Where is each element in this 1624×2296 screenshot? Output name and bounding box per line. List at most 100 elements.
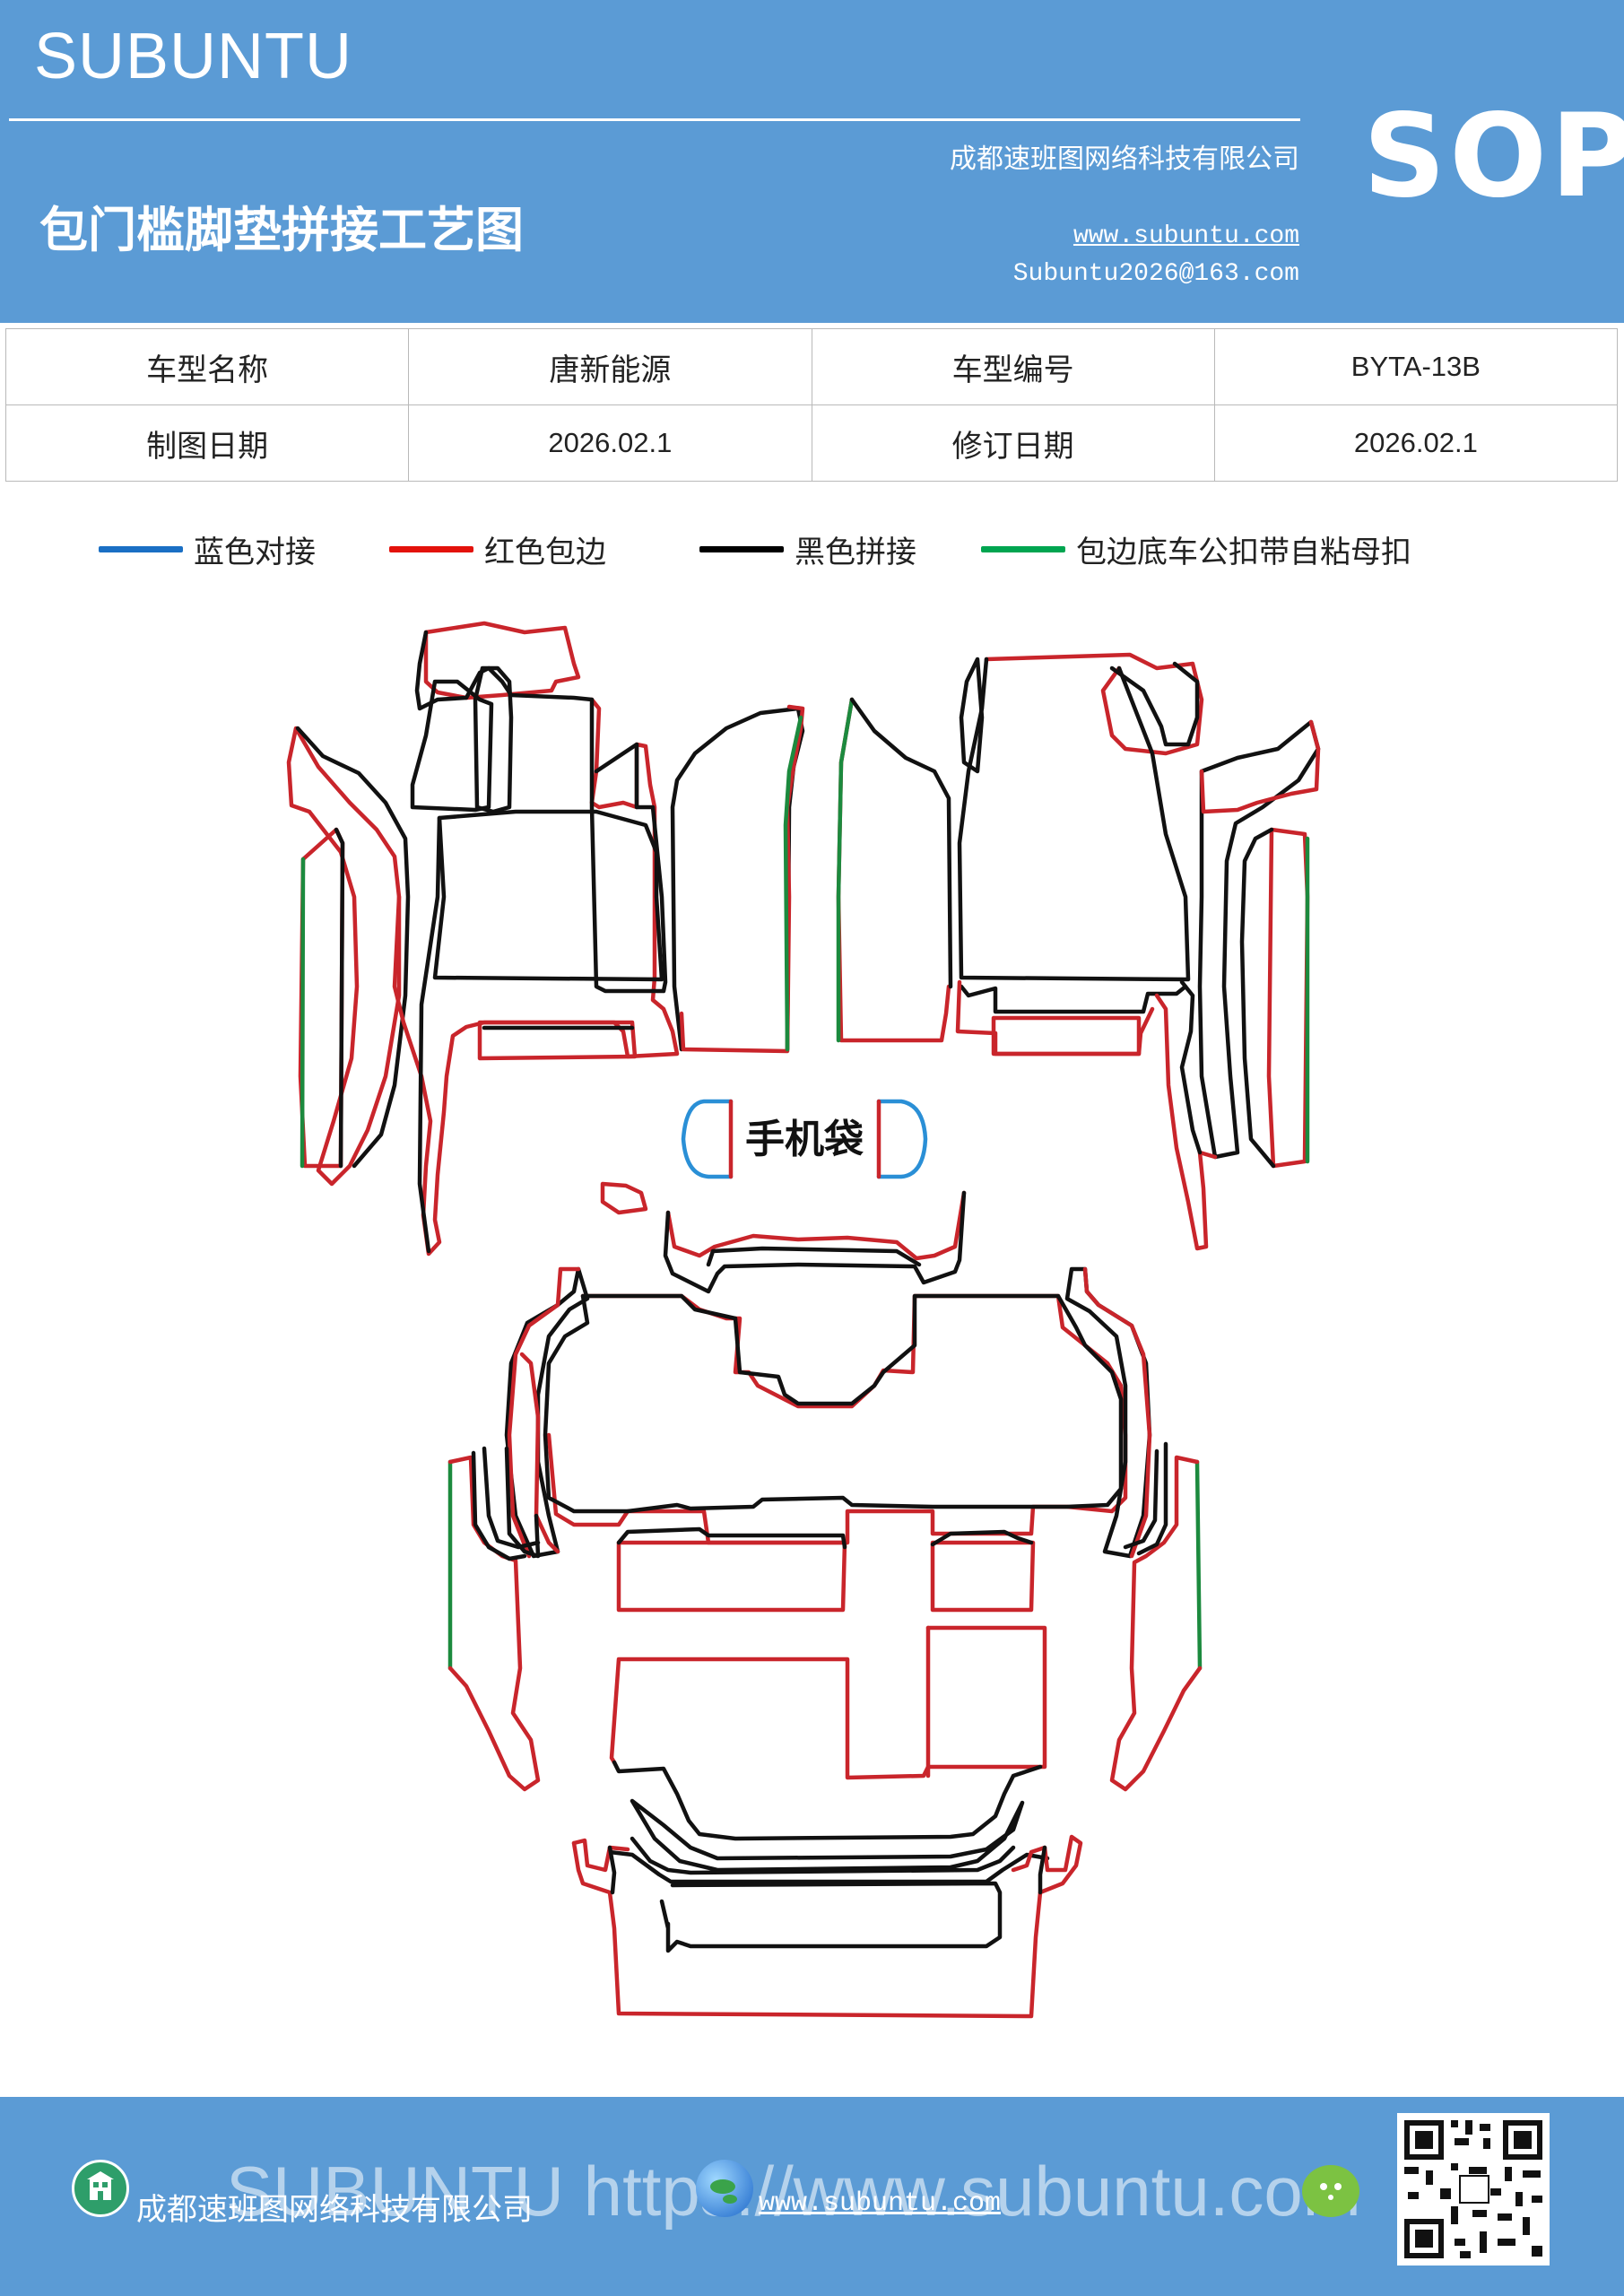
heel-pad — [477, 1020, 638, 1061]
rear-tunnel-center — [706, 1246, 922, 1267]
legend: 蓝色对接 红色包边 黑色拼接 包边底车公扣带自粘母扣 — [0, 527, 1624, 572]
rear-trunk-right-black — [1038, 1845, 1047, 1895]
rear-bottom-black1 — [630, 1798, 1025, 1873]
rear-right-outer-red — [1109, 1455, 1203, 1792]
rear-left-outer-black2 — [482, 1446, 541, 1550]
rear-bottom-black2 — [630, 1836, 1016, 1875]
legend-label: 蓝色对接 — [194, 535, 316, 570]
legend-item-green: 包边底车公扣带自粘母扣 — [981, 527, 1411, 571]
rear-bottom-black3 — [607, 1849, 1050, 1884]
left-front-mat — [286, 621, 680, 1257]
table-cell: BYTA-13B — [1213, 328, 1619, 405]
driver-mat-center — [432, 809, 664, 982]
right-side-strip — [1266, 827, 1310, 1169]
legend-swatch — [981, 546, 1065, 552]
right-front-sill-red — [1199, 719, 1321, 814]
rear-left-mid-red — [519, 1352, 560, 1554]
rear-right-outer-black — [1136, 1441, 1168, 1556]
passenger-mat-lower — [959, 984, 1188, 1014]
table-cell: 修订日期 — [811, 404, 1215, 482]
left-side-strip-green — [300, 857, 306, 1169]
company-email[interactable]: Subuntu2026@163.com — [1012, 260, 1299, 288]
rear-trunk-black — [659, 1881, 1003, 1953]
rear-bench-black — [543, 1293, 1124, 1514]
table-row: 车型名称 唐新能源 车型编号 BYTA-13B — [4, 328, 1619, 405]
rear-right-outer-black2 — [1123, 1448, 1159, 1550]
table-cell: 车型名称 — [4, 328, 410, 405]
brand-name: SUBUNTU — [34, 21, 353, 92]
rear-center-tab-black — [612, 1760, 1043, 1841]
phone-pocket-left-cap — [681, 1099, 734, 1179]
phone-pocket-right-cap — [876, 1099, 928, 1179]
rear-panel-right-black — [930, 1529, 1034, 1547]
legend-swatch — [699, 546, 784, 552]
legend-swatch — [389, 546, 473, 552]
table-cell: 2026.02.1 — [408, 404, 812, 482]
right-front-sill-black — [1197, 719, 1321, 1160]
rear-mat — [447, 1181, 1203, 2019]
left-center-panel-green — [783, 715, 803, 1052]
passenger-mat-red — [984, 652, 1204, 756]
sop-badge: SOP — [1363, 90, 1624, 223]
driver-mat-red — [423, 621, 581, 700]
rear-left-sill-red — [507, 1266, 581, 1559]
table-cell: 2026.02.1 — [1213, 404, 1619, 482]
rear-tunnel-top — [665, 1190, 967, 1261]
table-cell: 唐新能源 — [408, 328, 812, 405]
phone-pocket-label: 手机袋 — [745, 1117, 864, 1162]
rear-tunnel-red — [600, 1181, 648, 1215]
passenger-heel-pad — [991, 1015, 1142, 1057]
header-divider — [9, 118, 1300, 121]
rear-right-outer-green — [1194, 1459, 1203, 1671]
rear-tunnel-black — [663, 1190, 967, 1294]
right-center-panel-green — [836, 697, 855, 1043]
company-url[interactable]: www.subuntu.com — [1073, 222, 1299, 250]
globe-icon — [696, 2160, 753, 2217]
legend-item-red: 红色包边 — [389, 527, 606, 571]
legend-label: 黑色拼接 — [795, 535, 916, 570]
left-side-strip-inner — [334, 827, 345, 1169]
wechat-icon — [1302, 2165, 1359, 2217]
legend-item-black: 黑色拼接 — [699, 527, 916, 571]
right-front-sill-lower-red — [1154, 993, 1218, 1251]
right-front-sill-lower-black — [1179, 979, 1203, 1155]
right-front-mat — [836, 652, 1321, 1251]
rear-panel-left — [616, 1540, 847, 1613]
rear-center-tab — [609, 1625, 1047, 1780]
legend-label: 红色包边 — [484, 535, 606, 570]
rear-panel-right — [930, 1540, 1036, 1613]
passenger-mat-black — [957, 657, 1191, 982]
floor-mat-diagram: 手机袋 — [286, 621, 1321, 2019]
rear-trunk-left-black — [607, 1845, 617, 1895]
rear-trunk-red — [571, 1834, 1083, 2019]
vehicle-info-table: 车型名称 唐新能源 车型编号 BYTA-13B 制图日期 2026.02.1 修… — [4, 328, 1619, 482]
header: SUBUNTU 包门槛脚垫拼接工艺图 成都速班图网络科技有限公司 www.sub… — [0, 0, 1624, 323]
right-center-panel-red — [836, 697, 951, 1043]
left-center-panel-black — [670, 706, 805, 1052]
phone-pocket: 手机袋 — [681, 1099, 928, 1179]
legend-item-blue: 蓝色对接 — [99, 527, 316, 571]
rear-right-sill-red — [1082, 1266, 1152, 1559]
rear-trunk-left-red — [571, 1838, 630, 1873]
footer-watermark: SUBUNTU https://www.subuntu.com — [226, 2152, 1361, 2231]
footer: SUBUNTU https://www.subuntu.com 成都速班图网络科… — [0, 2097, 1624, 2296]
footer-url[interactable]: www.subuntu.com — [759, 2188, 1002, 2219]
passenger-mat-right-bar — [1109, 661, 1200, 747]
right-side-strip-black — [1239, 827, 1276, 1169]
table-cell: 制图日期 — [4, 404, 410, 482]
table-cell: 车型编号 — [811, 328, 1215, 405]
passenger-mat-left-edge — [959, 657, 985, 774]
left-front-sill-outline — [286, 726, 402, 1187]
rear-left-outer-red — [447, 1455, 541, 1792]
building-icon — [72, 2160, 129, 2217]
company-name: 成都速班图网络科技有限公司 — [950, 144, 1299, 175]
footer-company: 成都速班图网络科技有限公司 — [136, 2192, 533, 2228]
document-title: 包门槛脚垫拼接工艺图 — [39, 202, 524, 258]
rear-panel-left-black — [616, 1526, 847, 1550]
driver-mat-inner-black — [410, 679, 494, 813]
legend-label: 包边底车公扣带自粘母扣 — [1076, 535, 1411, 570]
legend-swatch — [99, 546, 183, 552]
right-center-panel-black — [849, 697, 953, 989]
driver-mat-inner2 — [473, 665, 514, 814]
left-front-sill-inner — [295, 726, 411, 1169]
